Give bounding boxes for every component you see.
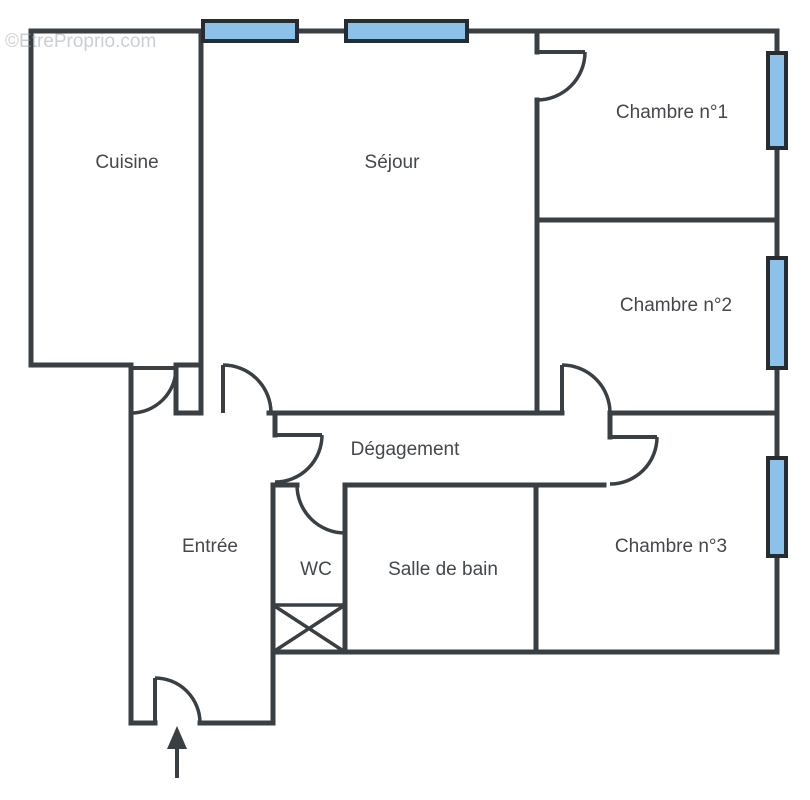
room-label-cuisine: Cuisine: [95, 152, 158, 173]
walls: [28, 28, 780, 726]
window-chambre1-icon: [766, 51, 788, 150]
window-chambre2-icon: [766, 256, 788, 370]
door-chambre2-arc: [561, 363, 612, 414]
window-chambre3-icon: [766, 456, 788, 558]
door-sejour-arc: [222, 363, 273, 414]
door-degagement-arc: [274, 434, 324, 484]
door-entrance-arc: [154, 676, 202, 724]
room-label-entree: Entrée: [182, 536, 238, 557]
room-label-salle-de-bain: Salle de bain: [388, 559, 498, 580]
door-chambre3-arc: [609, 436, 659, 486]
room-label-wc: WC: [300, 559, 332, 580]
watermark-text: ©EtreProprio.com: [5, 31, 156, 52]
duct-crossed-box-icon: [272, 603, 346, 654]
door-cuisine-arc: [130, 367, 178, 415]
room-label-degagement: Dégagement: [351, 439, 461, 460]
door-chambre1-arc: [536, 51, 587, 102]
room-label-chambre3: Chambre n°3: [615, 536, 727, 557]
room-label-chambre1: Chambre n°1: [616, 102, 728, 123]
duct-box-diagonal-2: [272, 603, 346, 654]
room-labels: Cuisine Séjour Chambre n°1 Chambre n°2 C…: [95, 102, 732, 580]
window-sejour-left-icon: [201, 19, 299, 43]
room-label-sejour: Séjour: [365, 152, 421, 173]
door-wc-arc: [295, 484, 346, 535]
entrance-arrow-icon: [167, 726, 187, 778]
window-sejour-right-icon: [344, 19, 469, 43]
entrance-arrow-head: [167, 726, 187, 749]
windows: [201, 19, 788, 558]
doors: [130, 50, 659, 724]
room-label-chambre2: Chambre n°2: [620, 295, 732, 316]
fixtures: [167, 603, 346, 778]
